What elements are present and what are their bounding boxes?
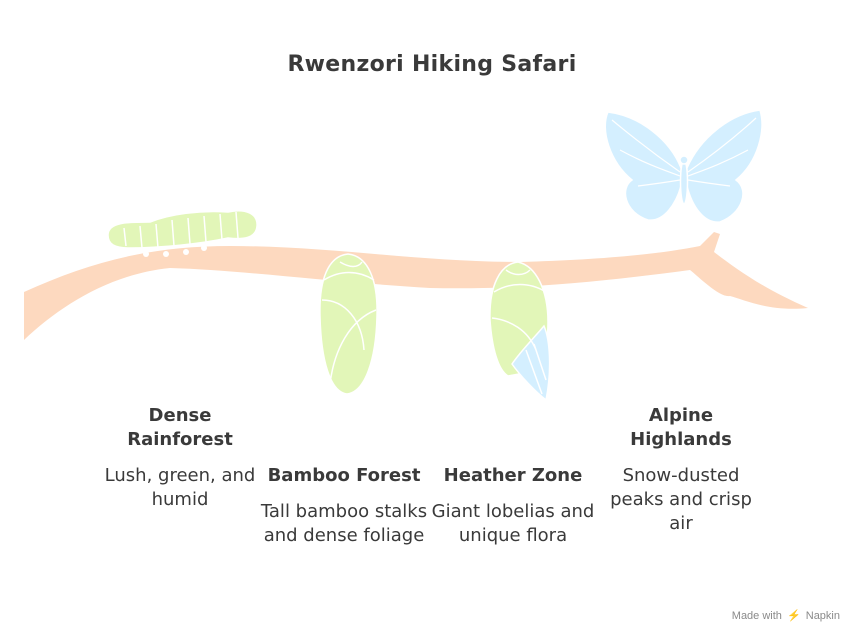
stage-name: Dense Rainforest — [127, 405, 233, 450]
stage-name: Heather Zone — [443, 465, 583, 486]
diagram-title: Rwenzori Hiking Safari — [287, 52, 577, 77]
stage-name: Alpine Highlands — [630, 405, 732, 450]
stage-description: Giant lobelias and unique flora — [431, 501, 595, 546]
napkin-watermark[interactable]: Made with ⚡ Napkin — [732, 609, 840, 622]
watermark-prefix: Made with — [731, 610, 782, 622]
stage-description: Lush, green, and humid — [104, 465, 256, 510]
stage-bamboo-forest: Bamboo Forest Tall bamboo stalks and den… — [259, 464, 429, 548]
stage-heather-zone: Heather Zone Giant lobelias and unique f… — [428, 464, 598, 548]
watermark-brand: Napkin — [805, 610, 840, 622]
caterpillar-illustration — [107, 210, 258, 257]
napkin-logo-icon: ⚡ — [786, 610, 801, 622]
stage-dense-rainforest: Dense Rainforest Lush, green, and humid — [95, 404, 265, 512]
stage-description: Tall bamboo stalks and dense foliage — [260, 501, 428, 546]
stage-name: Bamboo Forest — [267, 465, 421, 486]
stage-alpine-highlands: Alpine Highlands Snow-dusted peaks and c… — [596, 404, 766, 536]
branch — [24, 232, 808, 340]
butterfly-illustration — [604, 109, 763, 223]
stage-description: Snow-dusted peaks and crisp air — [610, 465, 752, 534]
chrysalis-illustration — [319, 253, 378, 395]
emerging-chrysalis-illustration — [489, 261, 551, 402]
